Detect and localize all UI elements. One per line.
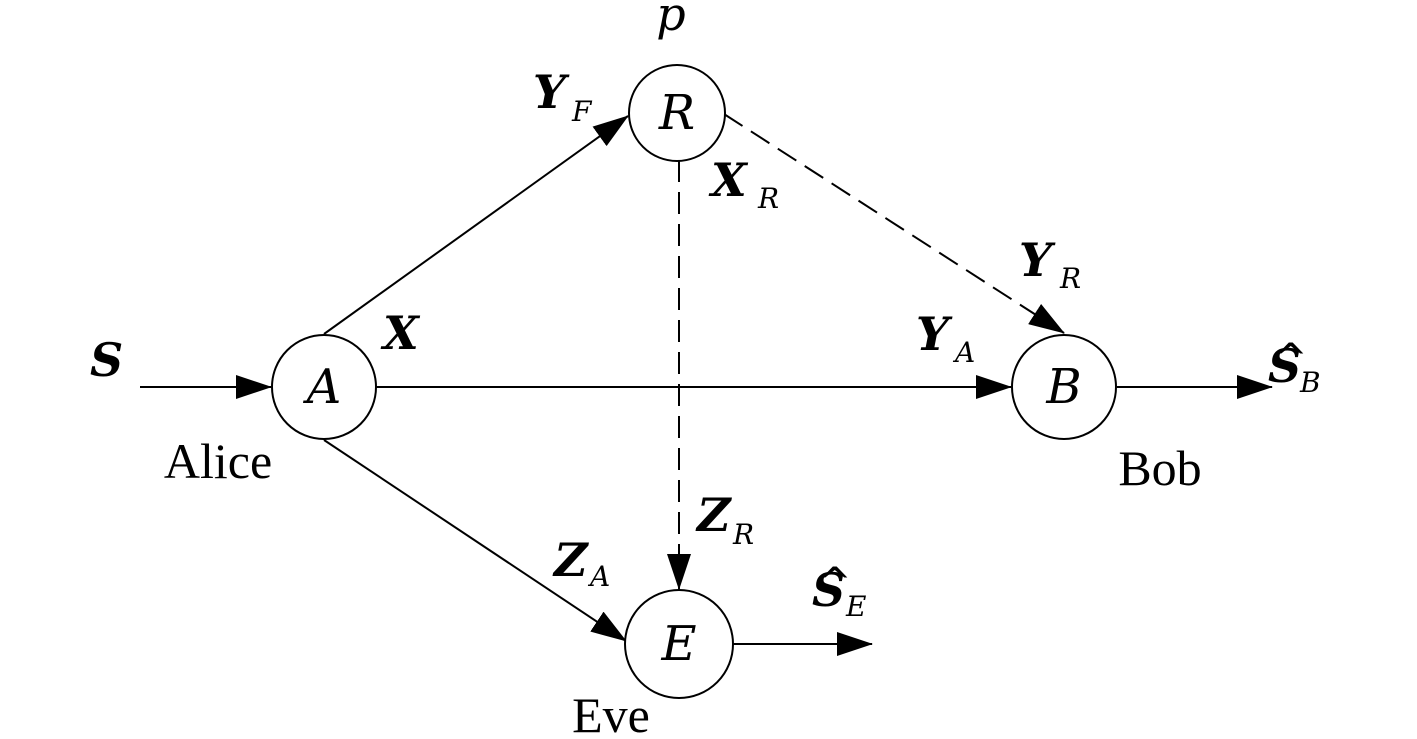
label-eve-rx-relay-sub: R	[732, 518, 754, 551]
bob-name: Bob	[1118, 440, 1201, 496]
label-bob-rx-alice-main: Y	[916, 307, 953, 361]
edge-alice-to-eve	[323, 439, 627, 642]
node-relay-letter: R	[658, 85, 695, 141]
node-eve: E	[624, 589, 734, 699]
node-bob: B	[1011, 334, 1117, 440]
label-eve-estimate-hat: ^	[818, 560, 852, 606]
node-alice: A	[271, 334, 377, 440]
node-relay-circle	[628, 64, 726, 162]
label-bob-estimate-main: S	[1268, 339, 1301, 393]
label-relay-rx-sub: F	[571, 95, 593, 128]
node-bob-letter: B	[1045, 359, 1081, 415]
node-alice-letter: A	[303, 359, 342, 415]
relay-power-label: p	[656, 0, 685, 41]
label-eve-rx-relay-main: Z	[695, 488, 732, 542]
label-relay-tx-sub: R	[757, 182, 779, 215]
label-eve-rx-relay: Z R	[695, 488, 754, 551]
eve-name: Eve	[572, 687, 650, 739]
label-eve-estimate-sub: E	[845, 590, 866, 623]
label-source: S	[90, 333, 123, 387]
node-bob-circle	[1011, 334, 1117, 440]
label-bob-estimate: ^ S B	[1268, 336, 1321, 399]
node-relay: R	[628, 64, 726, 162]
label-bob-estimate-sub: B	[1299, 366, 1321, 399]
node-eve-letter: E	[660, 616, 696, 672]
label-eve-estimate: ^ S E	[812, 560, 866, 623]
label-relay-rx: Y F	[533, 65, 593, 128]
label-bob-rx-relay-main: Y	[1019, 233, 1056, 287]
label-bob-rx-alice: Y A	[916, 307, 975, 369]
label-relay-tx: X R	[708, 153, 779, 215]
label-bob-estimate-hat: ^	[1274, 336, 1308, 382]
label-bob-rx-relay: Y R	[1019, 233, 1081, 295]
label-eve-estimate-main: S	[812, 563, 845, 617]
alice-name: Alice	[164, 433, 272, 489]
edge-alice-to-relay	[323, 115, 629, 335]
label-bob-rx-relay-sub: R	[1059, 262, 1081, 295]
node-alice-circle	[271, 334, 377, 440]
node-eve-circle	[624, 589, 734, 699]
label-bob-rx-alice-sub: A	[952, 336, 975, 369]
label-eve-rx-alice: Z A	[552, 533, 610, 593]
label-relay-rx-main: Y	[533, 65, 570, 119]
edge-relay-to-bob	[723, 113, 1065, 334]
label-eve-rx-alice-sub: A	[587, 560, 610, 593]
label-relay-tx-main: X	[708, 153, 749, 207]
label-alice-tx: X	[380, 306, 421, 360]
label-eve-rx-alice-main: Z	[552, 533, 589, 587]
